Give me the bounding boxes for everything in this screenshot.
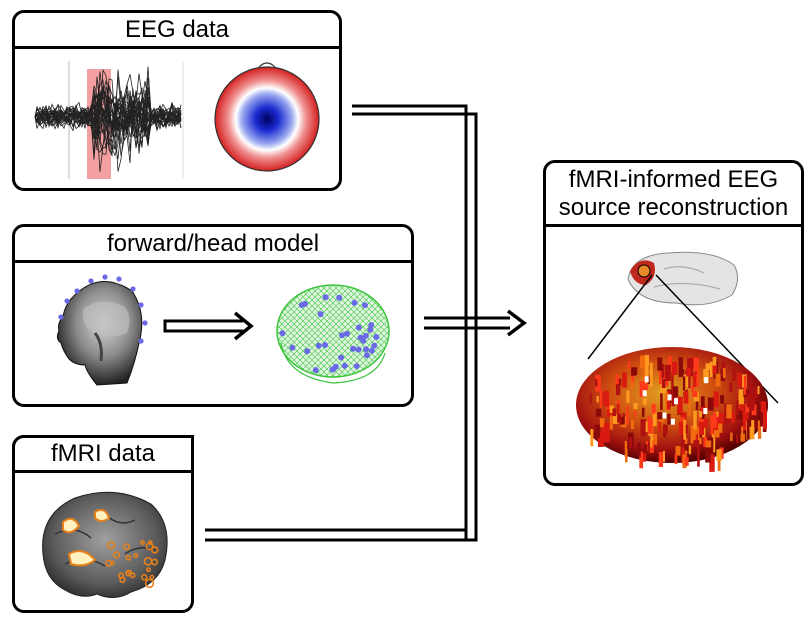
fmri-data-panel: fMRI data [12,435,194,613]
source-zoom-icon [576,274,779,472]
brain-source-icon [627,251,738,306]
result-title: fMRI-informed EEG source reconstruction [546,163,801,227]
result-panel: fMRI-informed EEG source reconstruction [543,160,804,486]
result-title-line2: source reconstruction [558,193,789,221]
fmri-data-title: fMRI data [12,435,194,473]
forward-model-title: forward/head model [15,227,411,263]
fmri-brain-icon [42,491,168,598]
eeg-waveform-icon [34,61,184,179]
right-arrow-icon [163,311,254,341]
result-title-line1: fMRI-informed EEG [568,165,779,193]
mri-head-icon [56,274,148,386]
eeg-data-title: EEG data [15,13,339,49]
scalp-topography-icon [214,62,320,172]
forward-model-panel: forward/head model [12,224,414,407]
right-arrow-icon [506,309,527,337]
head-mesh-icon [276,284,390,384]
eeg-data-panel: EEG data [12,10,342,191]
